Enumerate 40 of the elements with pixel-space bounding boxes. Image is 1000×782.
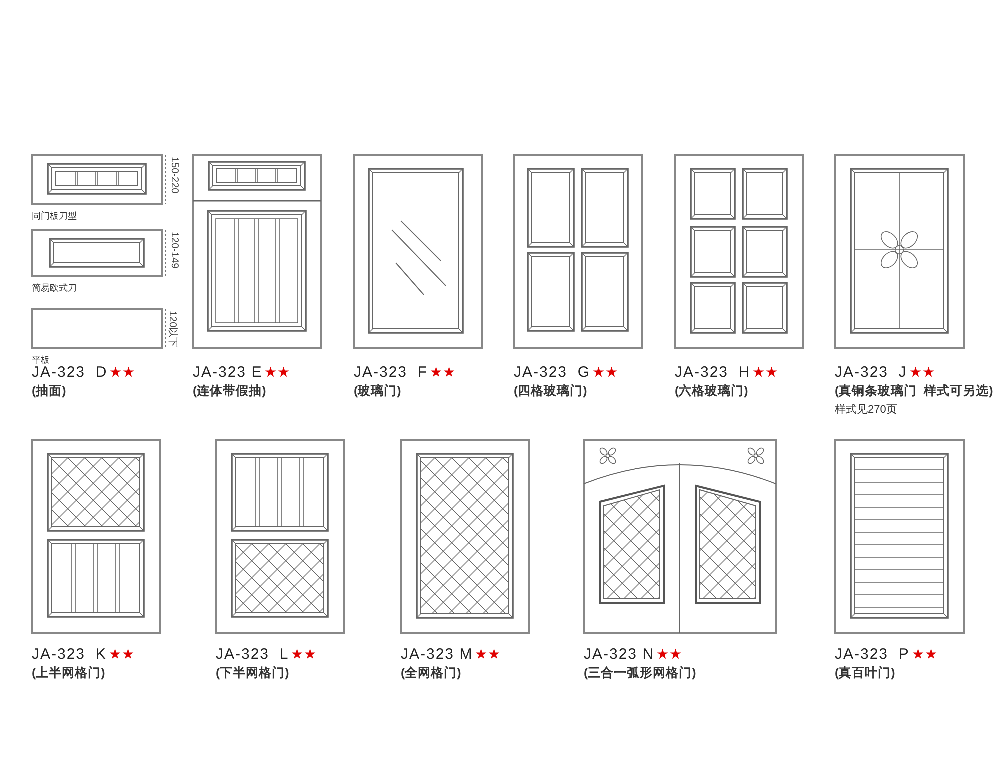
rating-stars: ★★ (264, 364, 291, 380)
dimension-label: 120以下 (166, 311, 180, 348)
model-code: JA-323 L (216, 646, 290, 663)
rating-stars: ★★ (592, 364, 619, 380)
model-code: JA-323 F (354, 364, 428, 381)
model-code: JA-323 D (32, 364, 108, 381)
rating-stars: ★★ (475, 646, 502, 662)
dimension-label: 150-220 (169, 157, 180, 194)
dimension-label: 120-149 (169, 232, 180, 269)
model-code: JA-323 K (32, 646, 107, 663)
door-style-caption: (下半网格门) (216, 666, 290, 680)
door-style-caption: (连体带假抽) (193, 384, 266, 398)
door-style-caption: (抽面) (32, 384, 66, 398)
page-note: 样式见270页 (835, 404, 898, 416)
rating-stars: ★★ (108, 646, 135, 662)
model-code: JA-323 E (193, 364, 263, 381)
rating-stars: ★★ (912, 646, 938, 662)
profile-caption: 平板 (32, 355, 50, 365)
profile-caption: 同门板刀型 (32, 211, 77, 221)
rating-stars: ★★ (752, 364, 779, 380)
model-code: JA-323 H (675, 364, 751, 381)
door-style-caption: (真百叶门) (835, 666, 896, 680)
door-style-caption: (真铜条玻璃门 样式可另选) (835, 384, 994, 398)
model-code: JA-323 N (584, 646, 655, 663)
model-code: JA-323 G (514, 364, 591, 381)
door-style-caption: (六格玻璃门) (675, 384, 748, 398)
door-style-caption: (全网格门) (401, 666, 462, 680)
door-style-caption: (上半网格门) (32, 666, 106, 680)
rating-stars: ★★ (430, 364, 456, 380)
model-code: JA-323 M (401, 646, 474, 663)
rating-stars: ★★ (656, 646, 683, 662)
rating-stars: ★★ (110, 364, 136, 380)
model-code: JA-323 P (835, 646, 910, 663)
rating-stars: ★★ (291, 646, 318, 662)
door-style-caption: (玻璃门) (354, 384, 402, 398)
door-style-caption: (四格玻璃门) (514, 384, 588, 398)
door-style-caption: (三合一弧形网格门) (584, 666, 696, 680)
profile-caption: 简易欧式刀 (32, 283, 77, 293)
rating-stars: ★★ (909, 364, 936, 380)
model-code: JA-323 J (835, 364, 908, 381)
